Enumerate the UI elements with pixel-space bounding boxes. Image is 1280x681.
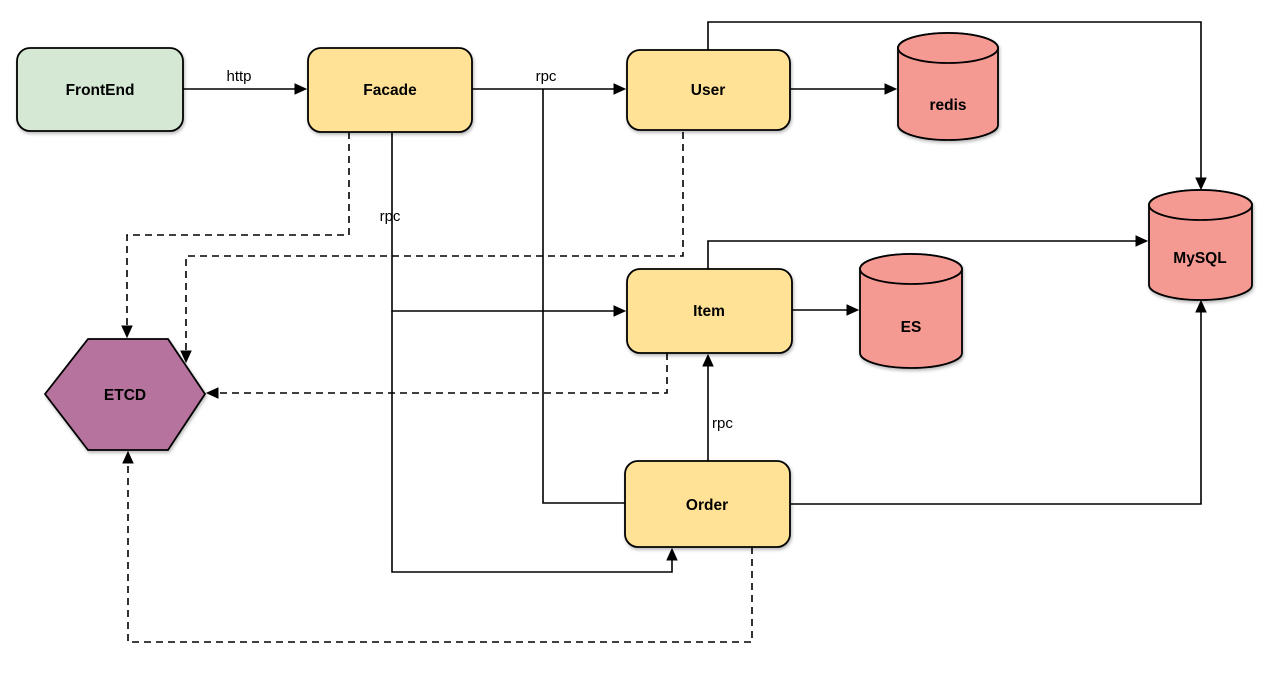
redis-cylinder-top: [897, 32, 999, 64]
node-frontend: FrontEnd: [16, 47, 184, 132]
item-box: [626, 268, 793, 354]
es-cylinder-top: [859, 253, 963, 285]
node-redis: redis: [897, 32, 999, 141]
node-mysql: MySQL: [1148, 189, 1253, 301]
edge-label-facade-user-rpc: rpc: [536, 68, 557, 85]
facade-label: Facade: [363, 82, 417, 99]
frontend-box: [16, 47, 184, 132]
etcd-hexagon: [43, 338, 207, 451]
edge-facade-item: [391, 132, 627, 317]
edge-facade-etcd: [121, 132, 350, 339]
edge-facade-order: [391, 311, 678, 573]
edge-order-mysql: [790, 299, 1207, 505]
node-user: User: [626, 49, 791, 131]
edge-user-etcd: [180, 132, 684, 364]
mysql-cylinder-top: [1148, 189, 1253, 221]
node-item: Item: [626, 268, 793, 354]
edges: [121, 21, 1207, 643]
redis-label: redis: [929, 97, 966, 114]
user-box: [626, 49, 791, 131]
edge-label-order-item-rpc: rpc: [712, 415, 733, 432]
node-facade: Facade: [307, 47, 473, 133]
node-order: Order: [624, 460, 791, 548]
node-etcd: ETCD: [43, 338, 207, 451]
etcd-label: ETCD: [104, 387, 146, 404]
user-label: User: [691, 82, 725, 99]
facade-box: [307, 47, 473, 133]
edge-label-http: http: [226, 68, 251, 85]
nodes: FrontEnd Facade User Item Order redis: [16, 32, 1253, 548]
item-label: Item: [693, 303, 725, 320]
edge-item-etcd: [205, 353, 668, 399]
order-label: Order: [686, 497, 728, 514]
mysql-label: MySQL: [1173, 250, 1226, 267]
edge-order-user: [542, 89, 626, 504]
es-label: ES: [901, 319, 922, 336]
order-box: [624, 460, 791, 548]
frontend-label: FrontEnd: [66, 82, 135, 99]
node-es: ES: [859, 253, 963, 369]
edge-label-facade-item-rpc: rpc: [380, 208, 401, 225]
edge-item-mysql: [707, 235, 1149, 269]
edge-labels: http rpc rpc rpc: [226, 68, 733, 432]
edge-user-mysql: [707, 21, 1207, 191]
